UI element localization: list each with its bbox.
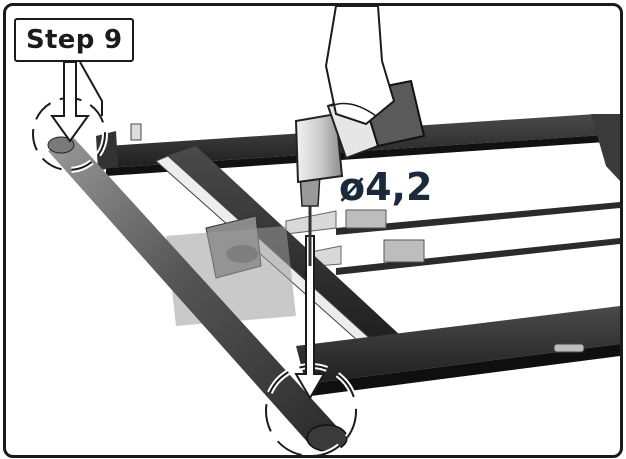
step-label: Step 9 (14, 18, 135, 62)
drill-icon (294, 6, 426, 266)
small-tab (130, 123, 142, 141)
assembly-illustration (30, 6, 620, 455)
support-rods (336, 202, 620, 275)
front-rail (296, 306, 620, 396)
drill-diameter-label: ø4,2 (339, 165, 433, 209)
instruction-frame: Step 9 ø4,2 (3, 3, 623, 458)
round-tube (47, 136, 348, 452)
arrow-down-icon (50, 61, 103, 143)
right-frame-rail (591, 114, 620, 181)
arrow-down-icon (294, 235, 326, 400)
